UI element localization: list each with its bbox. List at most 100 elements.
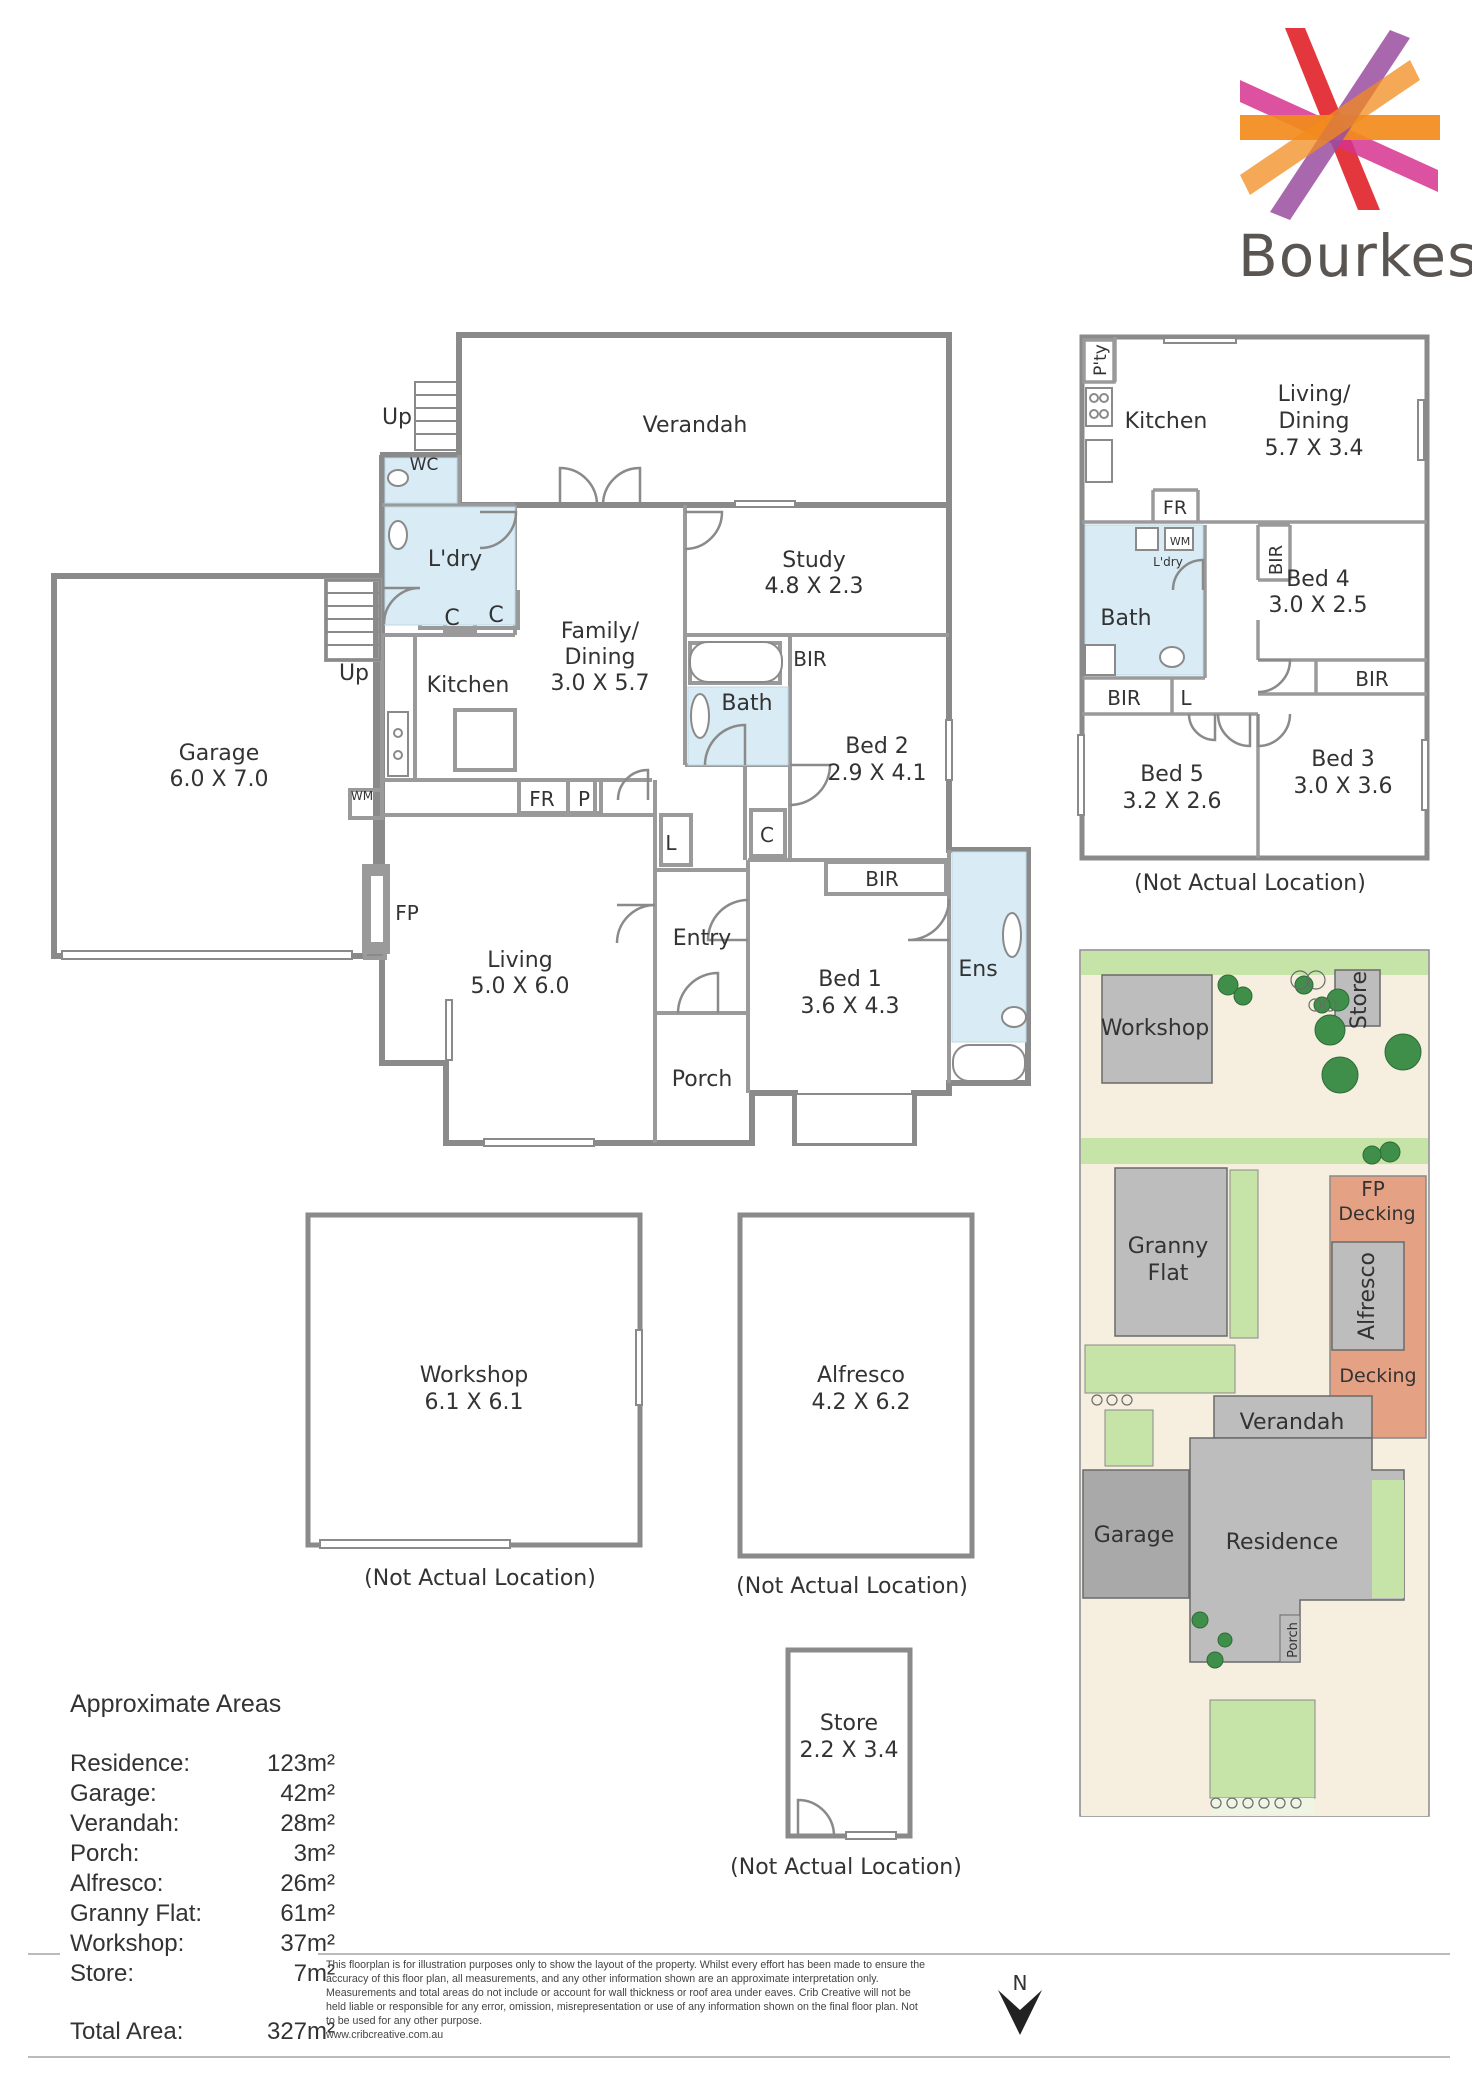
disclaimer-url: www.cribcreative.com.au xyxy=(326,2029,444,2041)
alfresco-label: Alfresco xyxy=(817,1363,905,1388)
bir-label-bed1: BIR xyxy=(865,867,899,891)
site-plan: Workshop Store FP Decking Granny Flat Al… xyxy=(1079,949,1430,1817)
workshop-not-actual-location: (Not Actual Location) xyxy=(364,1566,596,1591)
gf-wm-label: WM xyxy=(1170,535,1190,548)
area-row: Verandah:28m² xyxy=(70,1810,335,1837)
bed2-label: Bed 2 xyxy=(845,734,909,759)
gf-kitchen-label: Kitchen xyxy=(1125,409,1208,434)
pantry-label: P xyxy=(578,787,590,811)
wm-label: WM xyxy=(351,789,373,803)
workshop-dims: 6.1 X 6.1 xyxy=(424,1390,523,1415)
area-row: Garage:42m² xyxy=(70,1780,335,1807)
tiled-wet-areas xyxy=(384,457,1027,1043)
gf-living-dims: 5.7 X 3.4 xyxy=(1264,436,1363,461)
cupboard-label-1: C xyxy=(444,606,459,631)
site-alfresco-label: Alfresco xyxy=(1355,1252,1380,1340)
up-label-verandah: Up xyxy=(382,405,412,430)
living-dims: 5.0 X 6.0 xyxy=(470,974,569,999)
gf-bir-label-bed3: BIR xyxy=(1355,667,1389,691)
store-label: Store xyxy=(820,1711,878,1736)
site-workshop-label: Workshop xyxy=(1101,1016,1210,1041)
site-decking-top-label: Decking xyxy=(1338,1203,1415,1225)
door-swings xyxy=(382,466,951,1014)
site-granny-flat-label-2: Flat xyxy=(1148,1261,1189,1286)
store-dims: 2.2 X 3.4 xyxy=(799,1738,898,1763)
workshop-plan: Workshop 6.1 X 6.1 (Not Actual Location) xyxy=(305,1212,643,1591)
site-fp-label: FP xyxy=(1361,1177,1385,1201)
site-decking-bottom-label: Decking xyxy=(1339,1365,1416,1387)
total-area-row: Total Area:327m² xyxy=(70,2018,335,2045)
wc-label: WC xyxy=(410,455,439,475)
north-arrow-icon: N xyxy=(998,1971,1042,2035)
site-porch-label: Porch xyxy=(1286,1622,1301,1658)
study-label: Study xyxy=(782,548,846,573)
area-row: Porch:3m² xyxy=(70,1840,335,1867)
workshop-label: Workshop xyxy=(420,1363,529,1388)
garage-label: Garage xyxy=(179,741,260,766)
fixtures xyxy=(387,469,1027,1082)
site-verandah-label: Verandah xyxy=(1240,1410,1345,1435)
windows xyxy=(61,500,953,1147)
study-dims: 4.8 X 2.3 xyxy=(764,574,863,599)
fireplace-label: FP xyxy=(395,901,419,925)
family-dining-dims: 3.0 X 5.7 xyxy=(550,671,649,696)
gf-bath-label: Bath xyxy=(1100,606,1151,631)
gf-living-label-1: Living/ xyxy=(1278,382,1351,407)
linen-label: L xyxy=(665,831,677,855)
store-plan: Store 2.2 X 3.4 (Not Actual Location) xyxy=(730,1647,962,1880)
fireplace-inner xyxy=(371,876,383,942)
bourkes-logo-icon xyxy=(1240,28,1440,220)
granny-flat-doors xyxy=(1171,558,1292,748)
fridge-label: FR xyxy=(529,787,555,811)
alfresco-dims: 4.2 X 6.2 xyxy=(811,1390,910,1415)
area-row: Alfresco:26m² xyxy=(70,1870,335,1897)
entry-label: Entry xyxy=(673,926,732,951)
living-label: Living xyxy=(487,948,552,973)
porch-label: Porch xyxy=(672,1067,733,1092)
cupboard-label-3: C xyxy=(760,823,774,847)
granny-flat-fixtures xyxy=(1077,337,1429,816)
ensuite-label: Ens xyxy=(958,957,997,982)
gf-bed4-label: Bed 4 xyxy=(1286,567,1350,592)
gf-laundry-label: L'dry xyxy=(1153,555,1183,569)
site-store-label: Store xyxy=(1347,971,1372,1029)
bed1-label: Bed 1 xyxy=(818,967,882,992)
family-dining-label-2: Dining xyxy=(564,645,635,670)
bir-label-bed2: BIR xyxy=(793,647,827,671)
gf-not-actual-location: (Not Actual Location) xyxy=(1134,871,1366,896)
cupboard-label-2: C xyxy=(488,603,503,628)
bed2-dims: 2.9 X 4.1 xyxy=(827,761,926,786)
family-dining-label-1: Family/ xyxy=(561,619,640,644)
area-row: Workshop:37m² xyxy=(70,1930,335,1957)
area-row: Granny Flat:61m² xyxy=(70,1900,335,1927)
approximate-areas: Approximate Areas Residence:123m² Garage… xyxy=(70,1690,335,2047)
gf-bed5-label: Bed 5 xyxy=(1140,762,1204,787)
gf-pantry-label: P'ty xyxy=(1091,344,1111,376)
gf-bed5-dims: 3.2 X 2.6 xyxy=(1122,789,1221,814)
stairs xyxy=(325,381,460,661)
site-garage-label: Garage xyxy=(1094,1523,1175,1548)
site-granny-flat-label-1: Granny xyxy=(1128,1234,1208,1259)
alfresco-not-actual-location: (Not Actual Location) xyxy=(736,1574,968,1599)
kitchen-label: Kitchen xyxy=(427,673,510,698)
gf-bed3-label: Bed 3 xyxy=(1311,747,1375,772)
brand-name: Bourkes xyxy=(1238,222,1472,290)
areas-title: Approximate Areas xyxy=(70,1690,282,1718)
gf-living-label-2: Dining xyxy=(1278,409,1349,434)
store-not-actual-location: (Not Actual Location) xyxy=(730,1855,962,1880)
bed1-dims: 3.6 X 4.3 xyxy=(800,994,899,1019)
disclaimer-text: This floorplan is for illustration purpo… xyxy=(326,1959,926,2027)
gf-bir-label-bed4: BIR xyxy=(1266,545,1287,575)
gf-bed3-dims: 3.0 X 3.6 xyxy=(1293,774,1392,799)
up-label-garage: Up xyxy=(339,661,369,686)
gf-fridge-label: FR xyxy=(1163,497,1187,519)
bath-label: Bath xyxy=(721,691,772,716)
main-plan-labels: Verandah Up WC L'dry C C Study 4.8 X 2.3… xyxy=(169,405,997,1092)
gf-bed4-dims: 3.0 X 2.5 xyxy=(1268,593,1367,618)
laundry-label: L'dry xyxy=(428,547,482,572)
disclaimer: This floorplan is for illustration purpo… xyxy=(326,1958,926,2042)
garage-dims: 6.0 X 7.0 xyxy=(169,767,268,792)
site-residence-label: Residence xyxy=(1226,1530,1338,1555)
gf-linen-label: L xyxy=(1180,686,1192,710)
